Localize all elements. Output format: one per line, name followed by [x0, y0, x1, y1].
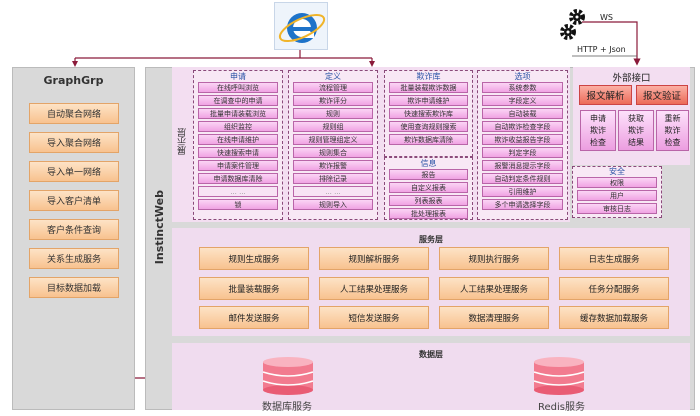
column-title: 选项 — [514, 72, 531, 81]
recheck-fraud-button[interactable]: 重新 欺诈 检查 — [656, 110, 689, 151]
menu-item[interactable]: 规则管理组定义 — [293, 134, 373, 145]
menu-item[interactable]: 快速搜索欺诈库 — [389, 108, 468, 119]
graphgrp-item[interactable]: 导入单一网络 — [29, 161, 119, 182]
menu-item[interactable]: 规则 — [293, 108, 373, 119]
data-layer-title: 数据层 — [419, 350, 443, 359]
security-item[interactable]: 审核日志 — [577, 203, 657, 214]
column-title: 信息 — [420, 159, 437, 168]
menu-item[interactable]: 组织监控 — [198, 121, 278, 132]
service-item: 缓存数据加载服务 — [559, 306, 669, 329]
menu-item[interactable]: 系统参数 — [482, 82, 563, 93]
column-definition: 定义 流程管理 欺诈评分 规则 规则组 规则管理组定义 规则集合 欺诈报警 排除… — [288, 70, 378, 220]
column-title: 申请 — [230, 72, 246, 81]
menu-item[interactable]: 在调查中的申请 — [198, 95, 278, 106]
service-item: 日志生成服务 — [559, 247, 669, 270]
ws-label: WS — [600, 13, 613, 22]
menu-item[interactable]: 列表报表 — [389, 195, 468, 206]
service-layer-title: 服务层 — [419, 235, 443, 244]
column-title: 定义 — [325, 72, 341, 81]
database-icon — [262, 357, 314, 395]
validate-message-button[interactable]: 报文验证 — [636, 85, 688, 105]
menu-item[interactable]: 锁 — [198, 199, 278, 210]
column-fraud-db: 欺诈库 批量装载欺诈数据 欺诈申请维护 快速搜索欺诈库 使用查询规则搜索 欺诈数… — [384, 70, 473, 157]
graphgrp-item[interactable]: 关系生成服务 — [29, 248, 119, 269]
menu-item[interactable]: 自动判定条件规则 — [482, 173, 563, 184]
menu-item[interactable]: 批处理报表 — [389, 208, 468, 219]
menu-item[interactable]: 报告 — [389, 169, 468, 180]
menu-item[interactable]: 字段定义 — [482, 95, 563, 106]
get-fraud-result-button[interactable]: 获取 欺诈 结果 — [618, 110, 654, 151]
menu-item[interactable]: 欺诈报警 — [293, 160, 373, 171]
service-item: 短信发送服务 — [319, 306, 429, 329]
graphgrp-item[interactable]: 导入客户清单 — [29, 190, 119, 211]
graphgrp-item[interactable]: 导入聚合网络 — [29, 132, 119, 153]
service-layer: 服务层 规则生成服务 规则解析服务 规则执行服务 日志生成服务 批量装载服务 人… — [172, 228, 690, 336]
column-info: 信息 报告 自定义报表 列表报表 批处理报表 — [384, 157, 473, 220]
redis-database-icon — [533, 357, 585, 395]
graphgrp-panel: GraphGrp 自动聚合网络 导入聚合网络 导入单一网络 导入客户清单 客户条… — [12, 67, 135, 410]
graphgrp-item[interactable]: 客户条件查询 — [29, 219, 119, 240]
service-item: 规则解析服务 — [319, 247, 429, 270]
menu-item[interactable]: 引用维护 — [482, 186, 563, 197]
graphgrp-item[interactable]: 目标数据加载 — [29, 277, 119, 298]
graphgrp-item[interactable]: 自动聚合网络 — [29, 103, 119, 124]
menu-item[interactable]: 规则组 — [293, 121, 373, 132]
apply-fraud-check-button[interactable]: 申请 欺诈 检查 — [580, 110, 616, 151]
menu-item: ... ... — [293, 186, 373, 197]
service-item: 任务分配服务 — [559, 277, 669, 300]
security-item[interactable]: 用户 — [577, 190, 657, 201]
menu-item[interactable]: 报警消息提示字段 — [482, 160, 563, 171]
menu-item[interactable]: 欺诈数据库清除 — [389, 134, 468, 145]
column-apply: 申请 在线呼叫浏览 在调查中的申请 批量申请装载浏览 组织监控 在线申请维护 快… — [193, 70, 283, 220]
service-item: 批量装载服务 — [199, 277, 309, 300]
service-item: 规则执行服务 — [439, 247, 549, 270]
menu-item[interactable]: 自动装载 — [482, 108, 563, 119]
service-item: 数据清理服务 — [439, 306, 549, 329]
security-item[interactable]: 权限 — [577, 177, 657, 188]
menu-item[interactable]: 判定字段 — [482, 147, 563, 158]
browser-ie-icon — [274, 2, 328, 50]
graphgrp-title: GraphGrp — [43, 74, 104, 87]
menu-item[interactable]: 欺诈收益报告字段 — [482, 134, 563, 145]
menu-item[interactable]: 规则集合 — [293, 147, 373, 158]
menu-item[interactable]: 自动欺诈检查字段 — [482, 121, 563, 132]
database-service-label: 数据库服务 — [262, 402, 312, 413]
menu-item[interactable]: 流程管理 — [293, 82, 373, 93]
menu-item[interactable]: 快速搜索申请 — [198, 147, 278, 158]
menu-item[interactable]: 批量申请装载浏览 — [198, 108, 278, 119]
http-json-label: HTTP + Json — [577, 45, 626, 54]
instinctweb-title: InstinctWeb — [153, 190, 166, 265]
service-item: 人工结果处理服务 — [439, 277, 549, 300]
menu-item[interactable]: 排除记录 — [293, 173, 373, 184]
menu-item[interactable]: 欺诈申请维护 — [389, 95, 468, 106]
menu-item[interactable]: 多个申请选择字段 — [482, 199, 563, 210]
menu-item[interactable]: 申请案件管理 — [198, 160, 278, 171]
service-item: 人工结果处理服务 — [319, 277, 429, 300]
data-layer: 数据层 — [172, 343, 690, 410]
menu-item[interactable]: 在线申请维护 — [198, 134, 278, 145]
gears-icon — [560, 8, 586, 44]
service-item: 邮件发送服务 — [199, 306, 309, 329]
security-title: 安全 — [609, 167, 625, 176]
external-interface-title: 外部接口 — [612, 73, 651, 84]
column-title: 欺诈库 — [416, 72, 441, 81]
menu-item[interactable]: 在线呼叫浏览 — [198, 82, 278, 93]
menu-item: ... ... — [198, 186, 278, 197]
menu-item[interactable]: 使用查询规则搜索 — [389, 121, 468, 132]
external-interface-panel: 外部接口 报文解析 报文验证 申请 欺诈 检查 获取 欺诈 结果 重新 欺诈 检… — [573, 67, 690, 165]
menu-item[interactable]: 欺诈评分 — [293, 95, 373, 106]
menu-item[interactable]: 申请数据库清除 — [198, 173, 278, 184]
security-panel: 安全 权限 用户 审核日志 — [572, 166, 662, 218]
menu-item[interactable]: 自定义报表 — [389, 182, 468, 193]
menu-item[interactable]: 规则导入 — [293, 199, 373, 210]
redis-service-label: Redis服务 — [538, 402, 585, 413]
column-options: 选项 系统参数 字段定义 自动装载 自动欺诈检查字段 欺诈收益报告字段 判定字段… — [477, 70, 568, 220]
menu-item[interactable]: 批量装载欺诈数据 — [389, 82, 468, 93]
service-item: 规则生成服务 — [199, 247, 309, 270]
parse-message-button[interactable]: 报文解析 — [579, 85, 632, 105]
presentation-layer-title: 展示层 — [178, 128, 188, 155]
